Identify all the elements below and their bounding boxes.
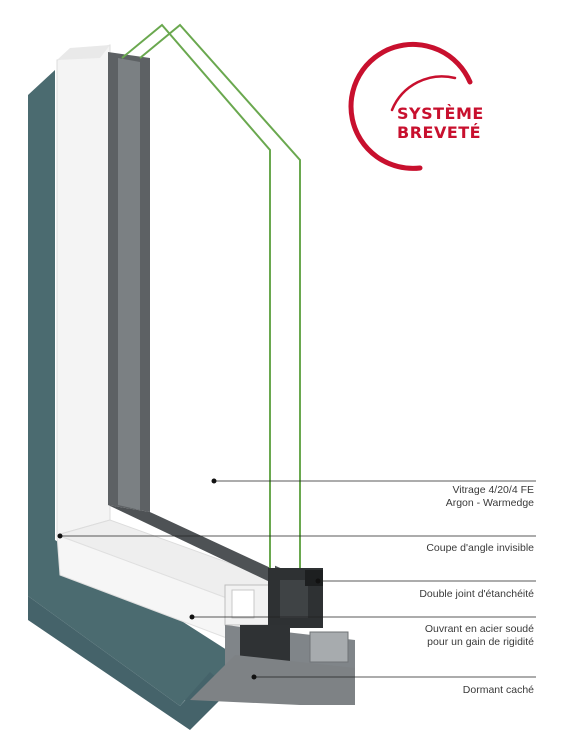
callout-dormant: Dormant caché bbox=[463, 684, 534, 697]
glass-edge-inner bbox=[121, 23, 271, 572]
callout-leaders bbox=[60, 480, 536, 678]
callout-coupe: Coupe d'angle invisible bbox=[426, 542, 534, 555]
callout-joint-line-1: Double joint d'étanchéité bbox=[419, 588, 534, 600]
callout-ouvrant: Ouvrant en acier soudé pour un gain de r… bbox=[425, 623, 534, 649]
sash-bottom bbox=[108, 505, 285, 582]
profile-steel-core-2 bbox=[280, 580, 308, 618]
callout-vitrage-line-1: Vitrage 4/20/4 FE bbox=[452, 484, 534, 496]
patent-badge: SYSTÈME BREVETÉ bbox=[397, 104, 484, 142]
callout-dots bbox=[57, 478, 321, 680]
dot-vitrage bbox=[211, 478, 217, 484]
callout-coupe-line-1: Coupe d'angle invisible bbox=[426, 542, 534, 554]
profile-lower-chamber bbox=[309, 631, 349, 663]
profile-gasket bbox=[305, 570, 323, 586]
badge-line-2: BREVETÉ bbox=[397, 123, 482, 142]
dot-dormant bbox=[251, 674, 257, 680]
callout-vitrage-line-2: Argon - Warmedge bbox=[445, 497, 534, 509]
callout-joint: Double joint d'étanchéité bbox=[419, 588, 534, 601]
frame-left-side bbox=[57, 45, 110, 60]
callout-dormant-line-1: Dormant caché bbox=[462, 684, 534, 696]
dormant-shadow bbox=[190, 655, 355, 705]
callout-ouvrant-line-2: pour un gain de rigidité bbox=[427, 636, 534, 648]
glass-pane bbox=[150, 40, 275, 570]
badge-arc-icon bbox=[348, 41, 473, 171]
dot-joint bbox=[315, 578, 321, 584]
profile-white-inner bbox=[231, 589, 255, 619]
glass-edge-outer bbox=[139, 23, 301, 585]
callout-ouvrant-line-1: Ouvrant en acier soudé bbox=[424, 623, 534, 635]
sash-vertical-light bbox=[118, 58, 140, 510]
badge-arc-inner bbox=[390, 75, 457, 112]
frame-left-face bbox=[56, 44, 111, 536]
callout-vitrage: Vitrage 4/20/4 FE Argon - Warmedge bbox=[446, 484, 534, 510]
dot-coupe bbox=[57, 533, 63, 539]
badge-line-1: SYSTÈME bbox=[397, 104, 484, 123]
dot-ouvrant bbox=[189, 614, 195, 620]
